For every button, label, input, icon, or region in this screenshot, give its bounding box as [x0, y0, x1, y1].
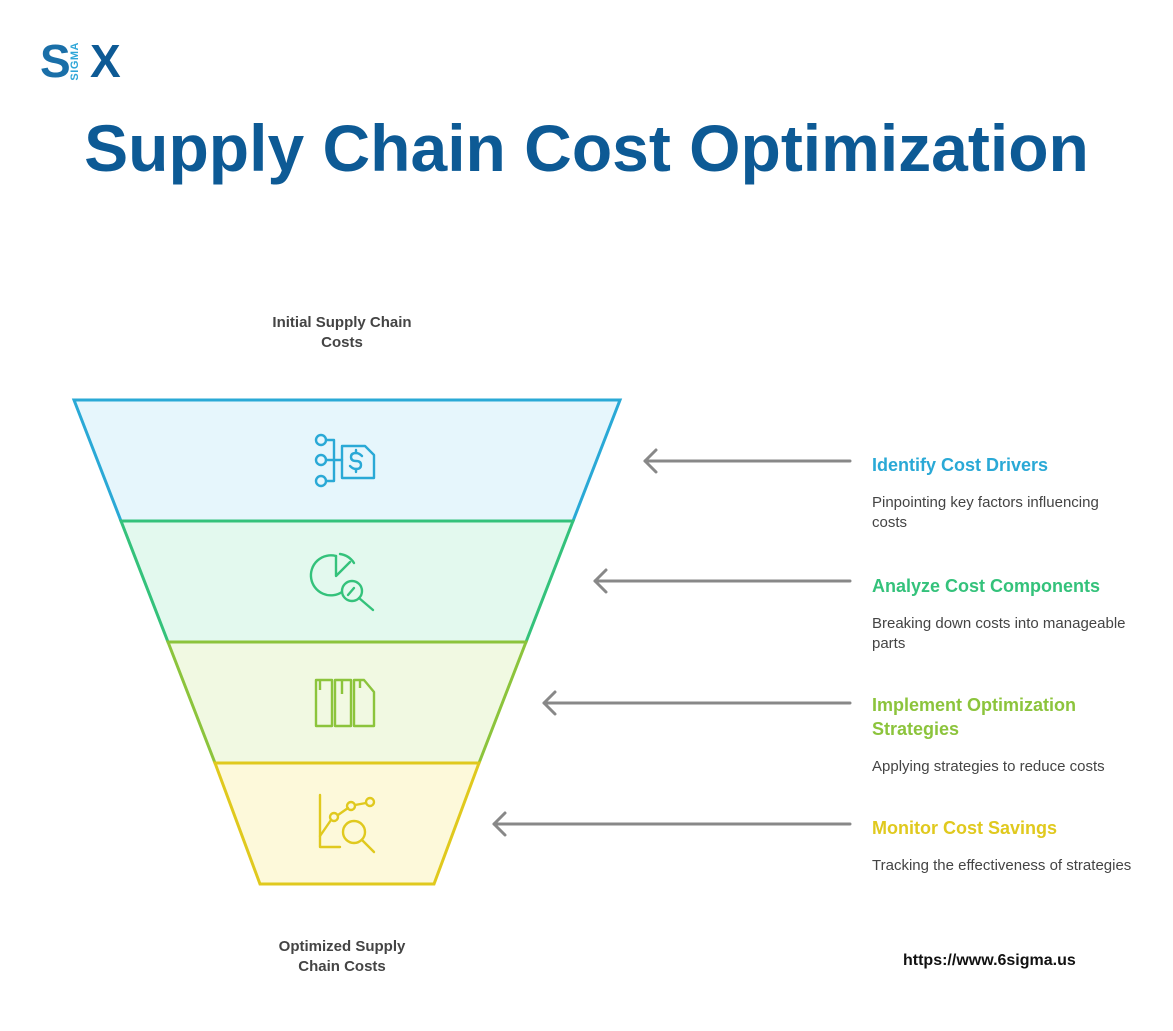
- step-analyze-cost-components: Analyze Cost Components Breaking down co…: [872, 574, 1132, 654]
- step-heading: Implement Optimization Strategies: [872, 695, 1077, 739]
- step-monitor-cost-savings: Monitor Cost Savings Tracking the effect…: [872, 816, 1132, 876]
- funnel-level-3: [165, 640, 529, 765]
- step-description: Applying strategies to reduce costs: [872, 758, 1105, 775]
- arrow-4: [492, 811, 852, 837]
- logo-letter-x: X: [90, 35, 121, 87]
- funnel-bottom-label: Optimized Supply Chain Costs: [278, 938, 406, 975]
- logo-letter-s: S: [40, 35, 71, 87]
- step-description: Tracking the effectiveness of strategies: [872, 857, 1132, 874]
- step-implement-optimization: Implement Optimization Strategies Applyi…: [872, 693, 1132, 777]
- step-description: Pinpointing key factors influencing cost…: [872, 494, 1099, 531]
- six-sigma-logo: S SIGMA X: [40, 38, 130, 84]
- step-identify-cost-drivers: Identify Cost Drivers Pinpointing key fa…: [872, 453, 1132, 533]
- step-heading: Identify Cost Drivers: [872, 455, 1049, 475]
- arrow-3: [542, 690, 852, 716]
- step-heading: Analyze Cost Components: [872, 576, 1101, 596]
- arrow-2: [593, 568, 852, 594]
- step-description: Breaking down costs into manageable part…: [872, 615, 1126, 652]
- funnel-level-1: [71, 398, 623, 523]
- strategy-blocks-icon: [314, 678, 376, 728]
- cost-drivers-icon: [314, 433, 376, 488]
- arrow-1: [643, 448, 852, 474]
- step-heading: Monitor Cost Savings: [872, 818, 1058, 838]
- chart-magnifier-icon: [318, 793, 376, 854]
- website-url[interactable]: https://www.6sigma.us: [903, 952, 1076, 969]
- pie-analysis-icon: [309, 552, 375, 612]
- page-title: Supply Chain Cost Optimization: [84, 111, 1089, 185]
- funnel-top-label: Initial Supply Chain Costs: [272, 314, 412, 351]
